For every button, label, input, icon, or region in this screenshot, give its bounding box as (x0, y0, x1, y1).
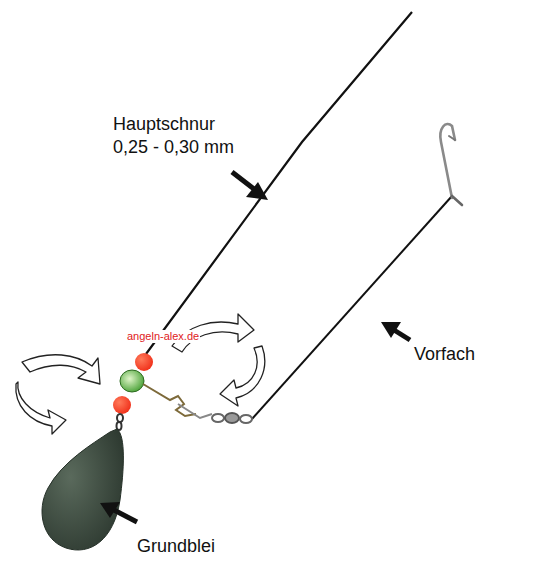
rotation-arrow (172, 314, 265, 406)
sinker (42, 429, 123, 550)
part-label: Grundblei (137, 536, 215, 558)
leader-line (252, 196, 452, 419)
red-bead (113, 396, 131, 414)
main-line (146, 12, 412, 354)
part-label: Hauptschnur (113, 114, 215, 136)
red-bead (135, 353, 153, 371)
green-bead (120, 370, 144, 392)
lead-swivel (117, 414, 124, 430)
part-label: Vorfach (414, 344, 475, 366)
rotation-arrow (16, 355, 100, 434)
pointer-arrow (100, 172, 410, 522)
dimension-label: 0,25 - 0,30 mm (113, 137, 234, 159)
hook (440, 124, 462, 205)
watermark: angeln-alex.de (126, 330, 200, 343)
